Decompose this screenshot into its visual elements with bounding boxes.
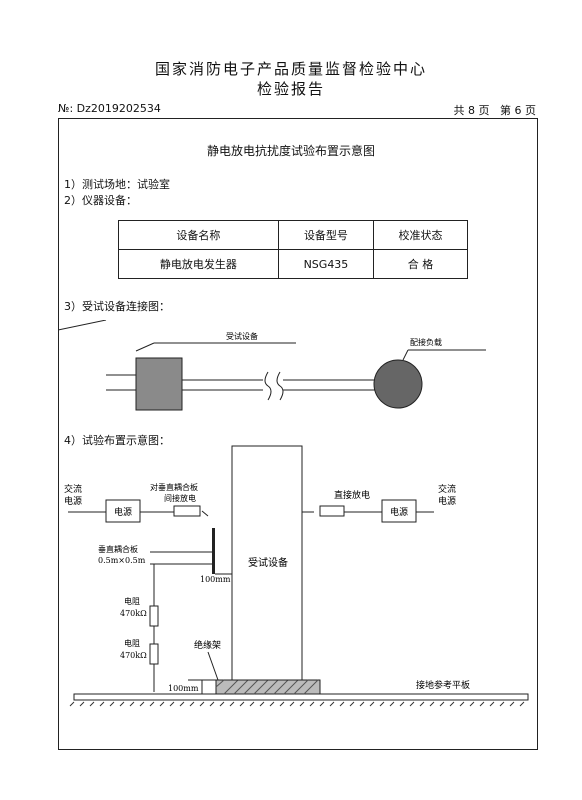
vertical-coupling-plate xyxy=(212,528,215,574)
table-cell: 静电放电发生器 xyxy=(118,249,279,279)
eut-box xyxy=(135,357,183,411)
resistor-1 xyxy=(149,605,159,627)
power-left-label: 电源 xyxy=(114,506,132,518)
table-header-row: 设备名称 设备型号 校准状态 xyxy=(118,220,468,250)
connection-diagram: 受试设备 配接负载 xyxy=(58,320,486,411)
doc-title: 检验报告 xyxy=(256,80,325,98)
content-frame xyxy=(58,118,538,750)
report-number: №: Dz2019202534 xyxy=(58,102,161,115)
resistor-2 xyxy=(149,643,159,665)
resistor1-label: 电阻 xyxy=(124,596,140,606)
ground-plane xyxy=(73,693,529,701)
dim-100mm-side: 100mm xyxy=(200,575,231,584)
generator-left xyxy=(173,505,201,517)
eut-label: 受试设备 xyxy=(226,331,258,341)
power-right-label: 电源 xyxy=(390,506,408,518)
section-instruments: 2）仪器设备： xyxy=(64,194,137,207)
figure-title: 静电放电抗扰度试验布置示意图 xyxy=(206,144,375,158)
table-cell: NSG435 xyxy=(277,249,375,279)
generator-right xyxy=(319,505,345,517)
ground-hatch xyxy=(69,701,525,707)
indirect-discharge-label: 对垂直耦合板 xyxy=(150,482,198,492)
load-circle xyxy=(373,359,423,409)
org-title: 国家消防电子产品质量监督检验中心 xyxy=(154,60,427,78)
ground-plane-label: 接地参考平板 xyxy=(416,679,470,691)
section-connection: 3）受试设备连接图： xyxy=(64,300,170,313)
resistor1-value: 470kΩ xyxy=(120,609,147,618)
power-box-right xyxy=(381,499,417,523)
table-cell: 合 格 xyxy=(373,249,468,279)
ac-source-left-2: 电源 xyxy=(64,495,82,507)
insulation-stand-label: 绝缘架 xyxy=(194,639,221,651)
insulation-hatch xyxy=(215,679,319,695)
section-layout: 4）试验布置示意图： xyxy=(64,434,170,447)
eut-leader-line xyxy=(135,342,155,352)
resistor2-value: 470kΩ xyxy=(120,651,147,660)
eut-block xyxy=(231,445,303,681)
ac-source-right-2: 电源 xyxy=(438,495,456,507)
ac-source-left-1: 交流 xyxy=(64,483,82,495)
break-symbol-right xyxy=(276,371,284,401)
power-box-left xyxy=(105,499,141,523)
equipment-table: 设备名称 设备型号 校准状态 静电放电发生器 NSG435 合 格 xyxy=(118,220,468,279)
resistor2-label: 电阻 xyxy=(124,638,140,648)
load-label: 配接负载 xyxy=(410,337,442,347)
vertical-plate-label: 垂直耦合板 xyxy=(98,544,138,554)
vertical-plate-size: 0.5m×0.5m xyxy=(98,556,146,565)
dim-100mm-bottom: 100mm xyxy=(168,684,199,693)
test-layout-diagram: 接地参考平板 绝缘架 受试设备 垂直耦合板 0.5m×0.5m 100mm 交流… xyxy=(64,445,529,707)
indirect-discharge-label-2: 间接放电 xyxy=(164,493,196,503)
section-test-site: 1）测试场地：试验室 xyxy=(64,178,170,191)
table-header-cell: 设备型号 xyxy=(277,220,375,250)
break-symbol-left xyxy=(264,371,272,401)
page-count: 共 8 页 第 6 页 xyxy=(453,104,536,117)
table-row: 静电放电发生器 NSG435 合 格 xyxy=(118,249,468,279)
direct-discharge-label: 直接放电 xyxy=(334,489,370,501)
ac-source-right-1: 交流 xyxy=(438,483,456,495)
table-header-cell: 设备名称 xyxy=(118,220,279,250)
eut-label: 受试设备 xyxy=(248,556,288,569)
table-header-cell: 校准状态 xyxy=(373,220,468,250)
